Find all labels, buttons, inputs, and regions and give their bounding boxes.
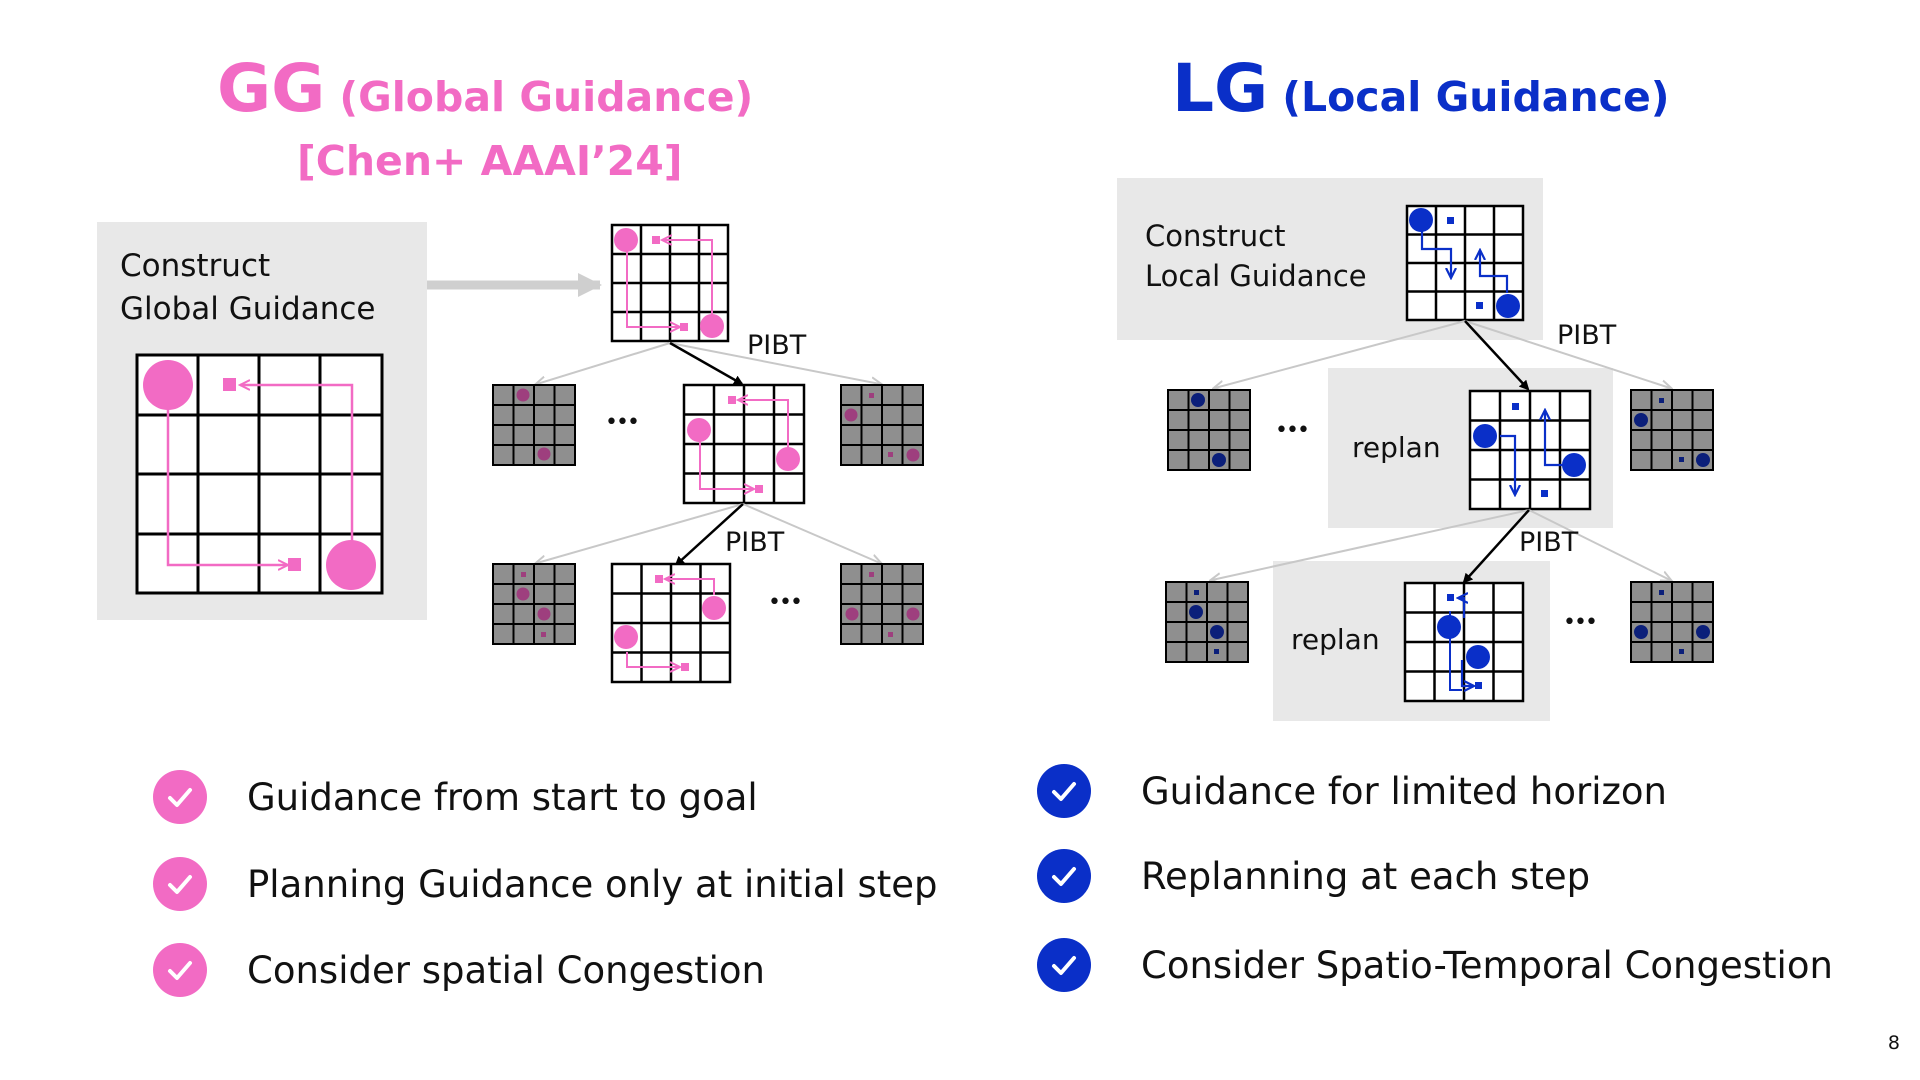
gg-grid-alt-3 <box>492 563 576 645</box>
lg-grid-step-1 <box>1468 389 1592 511</box>
lg-replan-label-1: replan <box>1352 431 1441 464</box>
lg-construct-label-line1: Construct <box>1145 219 1286 253</box>
lg-name: (Local Guidance) <box>1282 73 1670 121</box>
gg-bullet-text-3: Consider spatial Congestion <box>247 948 765 992</box>
gg-grid-alt-4 <box>840 563 924 645</box>
gg-grid-alt-1 <box>492 384 576 466</box>
gg-construct-label: Construct Global Guidance <box>120 245 375 331</box>
lg-construct-label-line2: Local Guidance <box>1145 259 1367 293</box>
gg-citation: [Chen+ AAAI’24] <box>297 137 683 185</box>
lg-grid-alt-1 <box>1167 389 1251 471</box>
gg-grid-root <box>610 223 730 343</box>
gg-agent-start <box>143 360 193 410</box>
gg-pibt-label-2: PIBT <box>725 527 785 558</box>
check-icon <box>1037 849 1091 903</box>
lg-replan-label-2: replan <box>1291 623 1380 656</box>
lg-pibt-label-1: PIBT <box>1557 320 1617 351</box>
gg-bullet-text-2: Planning Guidance only at initial step <box>247 862 938 906</box>
lg-grid-alt-3 <box>1165 581 1249 663</box>
lg-grid-alt-4 <box>1630 581 1714 663</box>
lg-abbr: LG <box>1172 50 1269 127</box>
gg-grid-step-2 <box>610 562 732 684</box>
gg-name: (Global Guidance) <box>339 73 754 121</box>
gg-bullet-1: Guidance from start to goal <box>153 770 758 824</box>
gg-construct-label-line1: Construct <box>120 248 271 284</box>
check-icon <box>153 943 207 997</box>
gg-ellipsis-1: ••• <box>605 410 640 435</box>
lg-bullet-3: Consider Spatio-Temporal Congestion <box>1037 938 1833 992</box>
gg-construct-label-line2: Global Guidance <box>120 291 376 327</box>
lg-grid-root <box>1405 204 1525 322</box>
gg-main-grid <box>135 353 384 595</box>
gg-grid-step-1 <box>682 383 806 505</box>
gg-grid-alt-2 <box>840 384 924 466</box>
check-icon <box>153 857 207 911</box>
lg-ellipsis-1: ••• <box>1275 418 1310 443</box>
page-number: 8 <box>1887 1032 1900 1054</box>
check-icon <box>153 770 207 824</box>
lg-bullet-text-2: Replanning at each step <box>1141 854 1591 898</box>
gg-agent-goal <box>326 540 376 590</box>
gg-title: GG (Global Guidance) <box>217 50 753 127</box>
gg-bullet-text-1: Guidance from start to goal <box>247 775 758 819</box>
lg-bullet-2: Replanning at each step <box>1037 849 1590 903</box>
lg-ellipsis-2: ••• <box>1563 610 1598 635</box>
gg-bullet-3: Consider spatial Congestion <box>153 943 765 997</box>
lg-pibt-label-2: PIBT <box>1519 527 1579 558</box>
lg-grid-step-2 <box>1403 581 1525 703</box>
lg-title: LG (Local Guidance) <box>1172 50 1670 127</box>
gg-ellipsis-2: ••• <box>768 590 803 615</box>
gg-abbr: GG <box>217 50 326 127</box>
lg-grid-alt-2 <box>1630 389 1714 471</box>
lg-bullet-text-3: Consider Spatio-Temporal Congestion <box>1141 943 1833 987</box>
gg-bullet-2: Planning Guidance only at initial step <box>153 857 938 911</box>
lg-bullet-1: Guidance for limited horizon <box>1037 764 1667 818</box>
check-icon <box>1037 938 1091 992</box>
lg-construct-label: Construct Local Guidance <box>1145 216 1367 296</box>
lg-bullet-text-1: Guidance for limited horizon <box>1141 769 1668 813</box>
gg-pibt-label-1: PIBT <box>747 330 807 361</box>
check-icon <box>1037 764 1091 818</box>
